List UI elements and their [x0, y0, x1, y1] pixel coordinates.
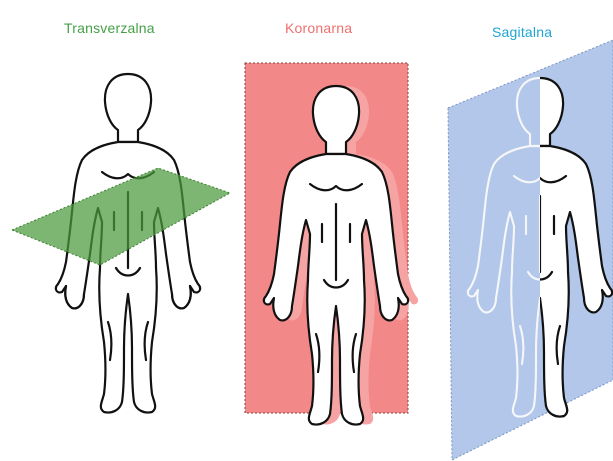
transverse-figure — [12, 74, 230, 413]
coronal-figure — [245, 63, 418, 425]
sagittal-figure — [448, 40, 613, 460]
